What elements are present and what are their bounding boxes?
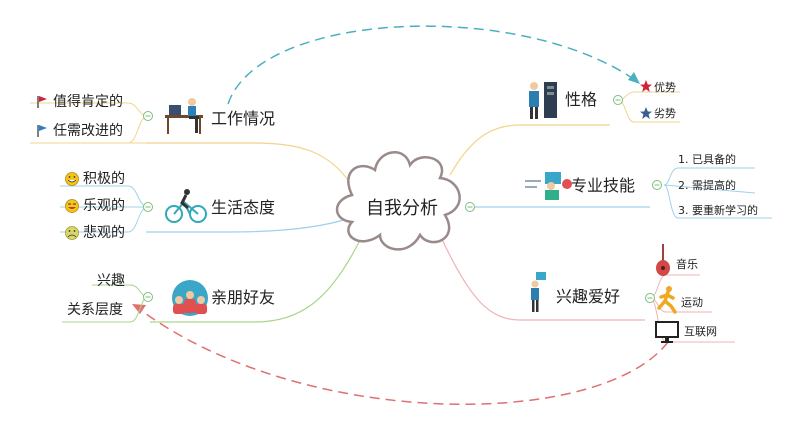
reading-person-icon <box>531 272 546 312</box>
smile-face-icon <box>65 172 79 186</box>
professional-skills-icon <box>525 172 572 200</box>
central-topic[interactable]: 自我分析 <box>366 198 438 219</box>
cyclist-icon <box>165 189 207 223</box>
subtopic-hobbies-internet[interactable]: 互联网 <box>684 325 717 338</box>
central-node-cloud <box>335 151 461 251</box>
topic-personality[interactable]: 性格 <box>565 90 598 109</box>
collapse-toggles <box>143 95 662 303</box>
flag-icon-red <box>37 96 47 108</box>
person-standing-icon <box>529 82 557 119</box>
sub-line-skills <box>663 167 772 219</box>
topic-skills[interactable]: 专业技能 <box>571 176 636 195</box>
subtopic-personality-weakness[interactable]: 劣势 <box>654 107 676 120</box>
worker-desk-icon <box>165 98 203 134</box>
subtopic-skills-have[interactable]: 1. 已具备的 <box>678 153 736 166</box>
relation-arrowhead-red <box>132 304 146 314</box>
subtopic-friends-interest[interactable]: 兴趣 <box>97 273 125 289</box>
topic-work[interactable]: 工作情况 <box>211 109 276 128</box>
star-icon-blue <box>640 107 652 119</box>
subtopic-life-optimistic[interactable]: 乐观的 <box>83 198 125 214</box>
topic-hobbies[interactable]: 兴趣爱好 <box>556 287 621 306</box>
subtopic-life-pessimistic[interactable]: 悲观的 <box>83 225 125 241</box>
guitar-icon <box>656 244 670 276</box>
sad-face-icon <box>65 226 79 240</box>
happy-face-icon <box>65 199 79 213</box>
subtopic-skills-improve[interactable]: 2. 需提高的 <box>678 179 736 192</box>
subtopic-work-improve[interactable]: 任需改进的 <box>53 123 123 139</box>
branch-line-work <box>146 142 356 191</box>
subtopic-hobbies-music[interactable]: 音乐 <box>676 258 698 271</box>
friends-group-icon <box>172 280 208 316</box>
subtopic-work-positive[interactable]: 值得肯定的 <box>53 94 123 110</box>
subtopic-hobbies-sports[interactable]: 运动 <box>681 296 703 309</box>
star-icon-red <box>640 80 652 92</box>
subtopic-friends-relationship[interactable]: 关系层度 <box>67 302 123 318</box>
monitor-icon <box>655 321 679 343</box>
flag-icon-blue <box>37 125 47 137</box>
subtopic-skills-relearn[interactable]: 3. 要重新学习的 <box>678 204 758 217</box>
subtopic-personality-strength[interactable]: 优势 <box>654 81 676 94</box>
topic-friends[interactable]: 亲朋好友 <box>211 288 276 307</box>
branch-line-friends <box>150 239 361 323</box>
topic-life[interactable]: 生活态度 <box>211 198 276 217</box>
subtopic-life-positive[interactable]: 积极的 <box>83 171 125 187</box>
branch-line-personality <box>449 124 610 176</box>
branch-line-hobbies <box>439 234 645 321</box>
running-person-icon <box>657 286 677 314</box>
branch-line-life <box>146 217 351 233</box>
relation-arrow-work-to-strength <box>227 25 636 105</box>
relation-arrowhead-teal <box>628 72 640 84</box>
relation-arrow-internet-to-interest <box>137 307 669 405</box>
